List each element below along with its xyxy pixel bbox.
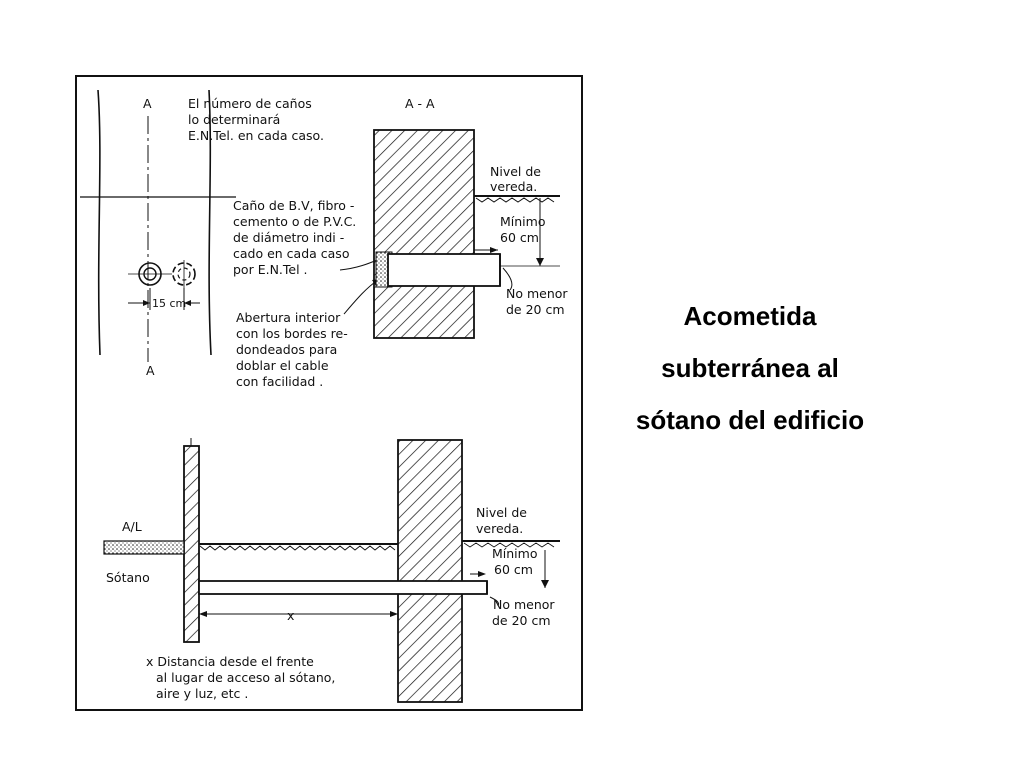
svg-text:Mínimo: Mínimo <box>492 546 537 561</box>
svg-text:Nivel de: Nivel de <box>490 164 541 179</box>
drawing-frame <box>75 75 583 711</box>
svg-text:Caño de B.V, fibro -: Caño de B.V, fibro - <box>233 198 354 213</box>
note-caños: El número de caños lo determinará E.N.Te… <box>188 96 324 143</box>
svg-text:Nivel de: Nivel de <box>476 505 527 520</box>
wall-section-top <box>373 129 501 339</box>
no-less-label-top: No menor de 20 cm <box>506 286 568 317</box>
svg-text:No menor: No menor <box>506 286 568 301</box>
minimum-label-bottom: Mínimo 60 cm <box>492 546 537 577</box>
svg-text:de diámetro indi -: de diámetro indi - <box>233 230 344 245</box>
spacing-label: 15 cm <box>152 297 186 310</box>
svg-text:lo determinará: lo determinará <box>188 112 280 127</box>
section-title-aa: A - A <box>405 96 435 111</box>
svg-text:vereda.: vereda. <box>490 179 537 194</box>
svg-text:60 cm: 60 cm <box>500 230 539 245</box>
caption-line-3: sótano del edificio <box>635 405 865 435</box>
level-label-top: Nivel de vereda. <box>490 164 541 194</box>
svg-text:vereda.: vereda. <box>476 521 523 536</box>
distance-mark: x <box>287 608 294 623</box>
sidewalk-strip <box>103 540 185 555</box>
note-pipe-material: Caño de B.V, fibro - cemento o de P.V.C.… <box>233 198 356 277</box>
svg-text:60 cm: 60 cm <box>494 562 533 577</box>
svg-text:No menor: No menor <box>493 597 555 612</box>
no-less-label-bottom: No menor de 20 cm <box>492 597 555 628</box>
svg-text:x Distancia desde el frente: x Distancia desde el frente <box>146 654 314 669</box>
svg-text:El número de caños: El número de caños <box>188 96 312 111</box>
caption-line-2: subterránea al <box>661 353 839 383</box>
pipe-circle-left <box>128 262 172 286</box>
building-front-wall <box>183 445 200 643</box>
line-label-al: A/L <box>122 519 142 534</box>
svg-text:dondeados para: dondeados para <box>236 342 337 357</box>
svg-text:de 20 cm: de 20 cm <box>506 302 565 317</box>
svg-text:con facilidad .: con facilidad . <box>236 374 323 389</box>
slide-caption: Acometida subterránea al sótano del edif… <box>600 290 900 446</box>
minimum-label-top: Mínimo 60 cm <box>500 214 545 245</box>
svg-text:cemento o de P.V.C.: cemento o de P.V.C. <box>233 214 356 229</box>
level-label-bottom: Nivel de vereda. <box>476 505 527 536</box>
svg-text:Mínimo: Mínimo <box>500 214 545 229</box>
svg-text:cado en cada caso: cado en cada caso <box>233 246 349 261</box>
distance-note: x Distancia desde el frente al lugar de … <box>146 654 335 701</box>
section-label-a-top: A <box>143 96 152 111</box>
caption-line-1: Acometida <box>683 301 817 331</box>
svg-text:Abertura interior: Abertura interior <box>236 310 341 325</box>
note-opening: Abertura interior con los bordes re- don… <box>236 310 348 389</box>
basement-label: Sótano <box>106 570 150 585</box>
front-elevation <box>80 89 236 362</box>
pipe-circle-right <box>172 260 196 288</box>
svg-text:al lugar de acceso al sótano,: al lugar de acceso al sótano, <box>156 670 335 685</box>
conduit-pipe <box>198 580 488 595</box>
svg-text:con los bordes re-: con los bordes re- <box>236 326 348 341</box>
svg-text:de 20 cm: de 20 cm <box>492 613 551 628</box>
svg-text:aire y luz, etc .: aire y luz, etc . <box>156 686 248 701</box>
svg-text:por E.N.Tel .: por E.N.Tel . <box>233 262 308 277</box>
svg-text:E.N.Tel. en cada caso.: E.N.Tel. en cada caso. <box>188 128 324 143</box>
sidewalk-wall <box>397 439 463 703</box>
svg-text:doblar el cable: doblar el cable <box>236 358 329 373</box>
section-label-a-bottom: A <box>146 363 155 378</box>
